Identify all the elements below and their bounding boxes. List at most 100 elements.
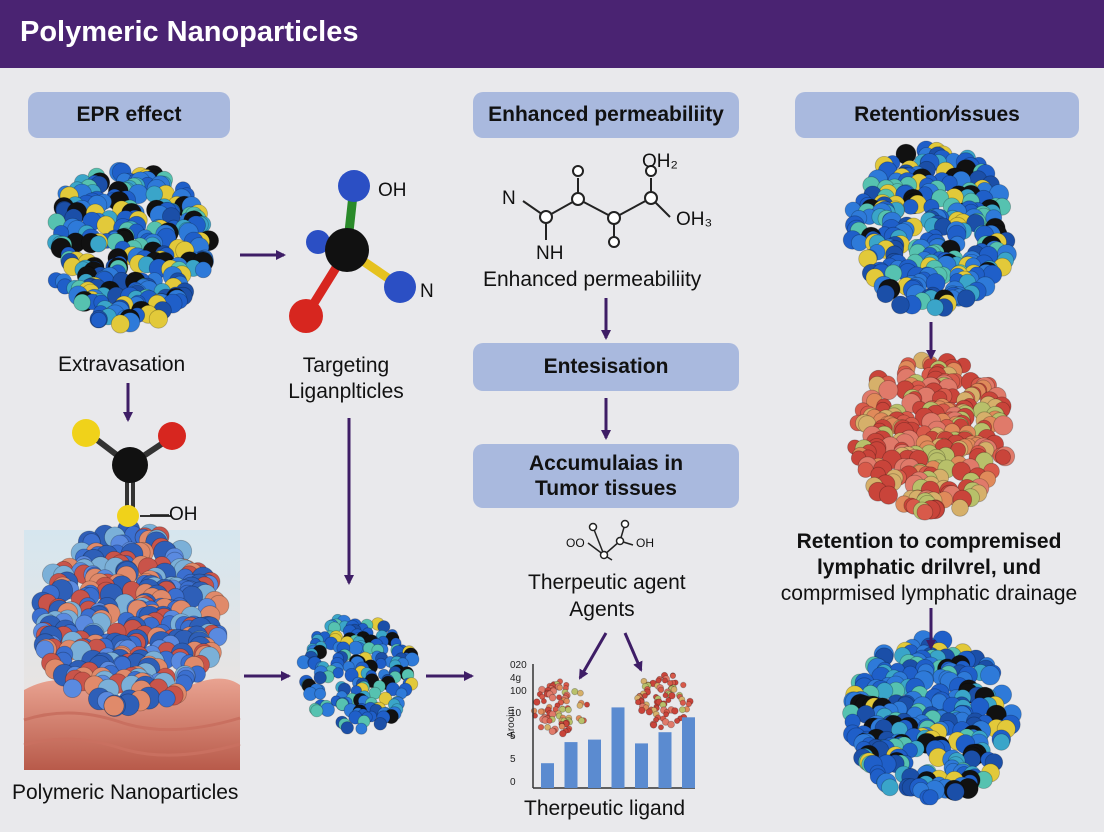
particle-bead [103, 695, 125, 717]
particle-bead [537, 724, 545, 731]
particle-bead [355, 722, 368, 735]
particle-bead [946, 782, 965, 802]
nanoparticle-blue-right-bottom [842, 630, 1022, 806]
label-extravasation: Extravasation [58, 353, 186, 376]
pill-extravasation: Entesisation [473, 343, 739, 391]
nanoparticle-blue [47, 161, 220, 334]
mol-label-oh-top: OH [378, 180, 407, 201]
particle-bead [548, 727, 557, 736]
pill-retention-label: Retention⁄issues [854, 103, 1020, 127]
particle-bead [340, 721, 354, 735]
pill-accum-line1: Accumulaias in [528, 451, 684, 475]
y-tick-label: 5 [510, 754, 516, 765]
particle-bead [89, 235, 107, 253]
particle-bead [993, 415, 1014, 436]
particle-bead [678, 706, 686, 714]
struct-label-oh2: OH₂ [642, 151, 678, 172]
nanoparticle-small-red-1 [530, 678, 591, 738]
particle-bead [916, 503, 934, 521]
particle-bead [641, 692, 648, 699]
particle-bead [314, 687, 327, 700]
nanoparticle-red [847, 351, 1016, 521]
mol-label-oh-bottom: —OH [150, 504, 198, 525]
label-targeting-line1: Targeting [302, 354, 390, 377]
particle-bead [564, 706, 572, 714]
mol-label-n: N [420, 281, 434, 302]
nanoparticle-large-tissue [31, 518, 230, 717]
chart-bar [635, 743, 648, 788]
particle-bead [584, 701, 591, 708]
particle-bead [926, 298, 944, 317]
label-retention: Retention to compremised lymphatic drilv… [768, 529, 1090, 607]
label-polymeric-nanoparticles: Polymeric Nanoparticles [12, 781, 239, 804]
particle-bead [665, 697, 672, 704]
y-tick-label: 4g [510, 673, 521, 684]
small-struct-label-oo: OO [566, 536, 585, 550]
particle-bead [876, 284, 895, 304]
label-retention-line2: lymphatic drilvrel, und [816, 556, 1042, 579]
particle-bead [148, 309, 168, 329]
particle-bead [878, 380, 899, 401]
pill-accum-line2: Tumor tissues [535, 477, 677, 500]
chart-bar [611, 707, 625, 788]
particle-bead [552, 706, 559, 713]
y-tick-label: 10 [510, 708, 522, 719]
particle-bead [576, 702, 584, 709]
chemical-structure [522, 165, 671, 248]
particle-bead [879, 485, 899, 505]
particle-bead [679, 699, 687, 706]
particle-bead [673, 717, 681, 725]
particle-bead [666, 679, 674, 687]
particle-bead [645, 708, 653, 716]
particle-bead [662, 692, 669, 699]
particle-bead [881, 778, 899, 797]
struct-label-n: N [502, 188, 516, 209]
label-therapeutic-ligand: Therpeutic ligand [524, 797, 686, 820]
chart-bar [658, 732, 672, 788]
small-chemical-structure [587, 519, 634, 561]
y-tick-label: 0 [510, 777, 516, 788]
particle-bead [957, 289, 976, 308]
chart-bar [564, 742, 578, 788]
particle-bead [657, 686, 665, 693]
chart-bar [682, 717, 695, 788]
pill-enhanced-permeability: Enhanced permeabiliity [473, 92, 739, 138]
particle-bead [563, 697, 570, 705]
particle-bead [546, 717, 553, 724]
small-struct-label-oh: OH [636, 536, 654, 550]
particle-bead [558, 723, 566, 730]
y-tick-label: 5 [510, 731, 516, 742]
particle-bead [556, 694, 563, 701]
nanoparticle-small-red-2 [634, 671, 694, 731]
label-therapeutic-line2: Agents [569, 598, 635, 621]
particle-bead [670, 686, 678, 693]
y-axis-label: Arooim [506, 706, 517, 738]
particle-bead [378, 691, 393, 706]
particle-bead [373, 717, 388, 731]
label-retention-line1: Retention to compremised [796, 530, 1062, 553]
particle-bead [669, 672, 677, 680]
particle-bead [544, 723, 551, 731]
label-retention-line3: comprmised lymphatic drainage [780, 582, 1078, 605]
particle-bead [577, 717, 586, 725]
particle-bead [73, 293, 91, 312]
particle-bead [313, 671, 327, 685]
molecule-extravasation [72, 419, 186, 527]
particle-bead [533, 698, 541, 706]
pill-epr-label: EPR effect [76, 103, 182, 127]
particle-bead [661, 677, 668, 684]
particle-bead [310, 704, 324, 718]
label-enhanced-permeability: Enhanced permeabiliity [483, 268, 702, 291]
nanoparticle-center [296, 613, 420, 735]
header-bar: Polymeric Nanoparticles [0, 0, 1104, 68]
particle-bead [667, 720, 675, 729]
particle-bead [577, 689, 584, 697]
particle-bead [658, 724, 665, 731]
particle-bead [157, 689, 176, 708]
particle-bead [922, 789, 939, 806]
particle-bead [671, 707, 679, 715]
struct-label-nh: NH [536, 243, 564, 264]
particle-bead [649, 721, 658, 729]
